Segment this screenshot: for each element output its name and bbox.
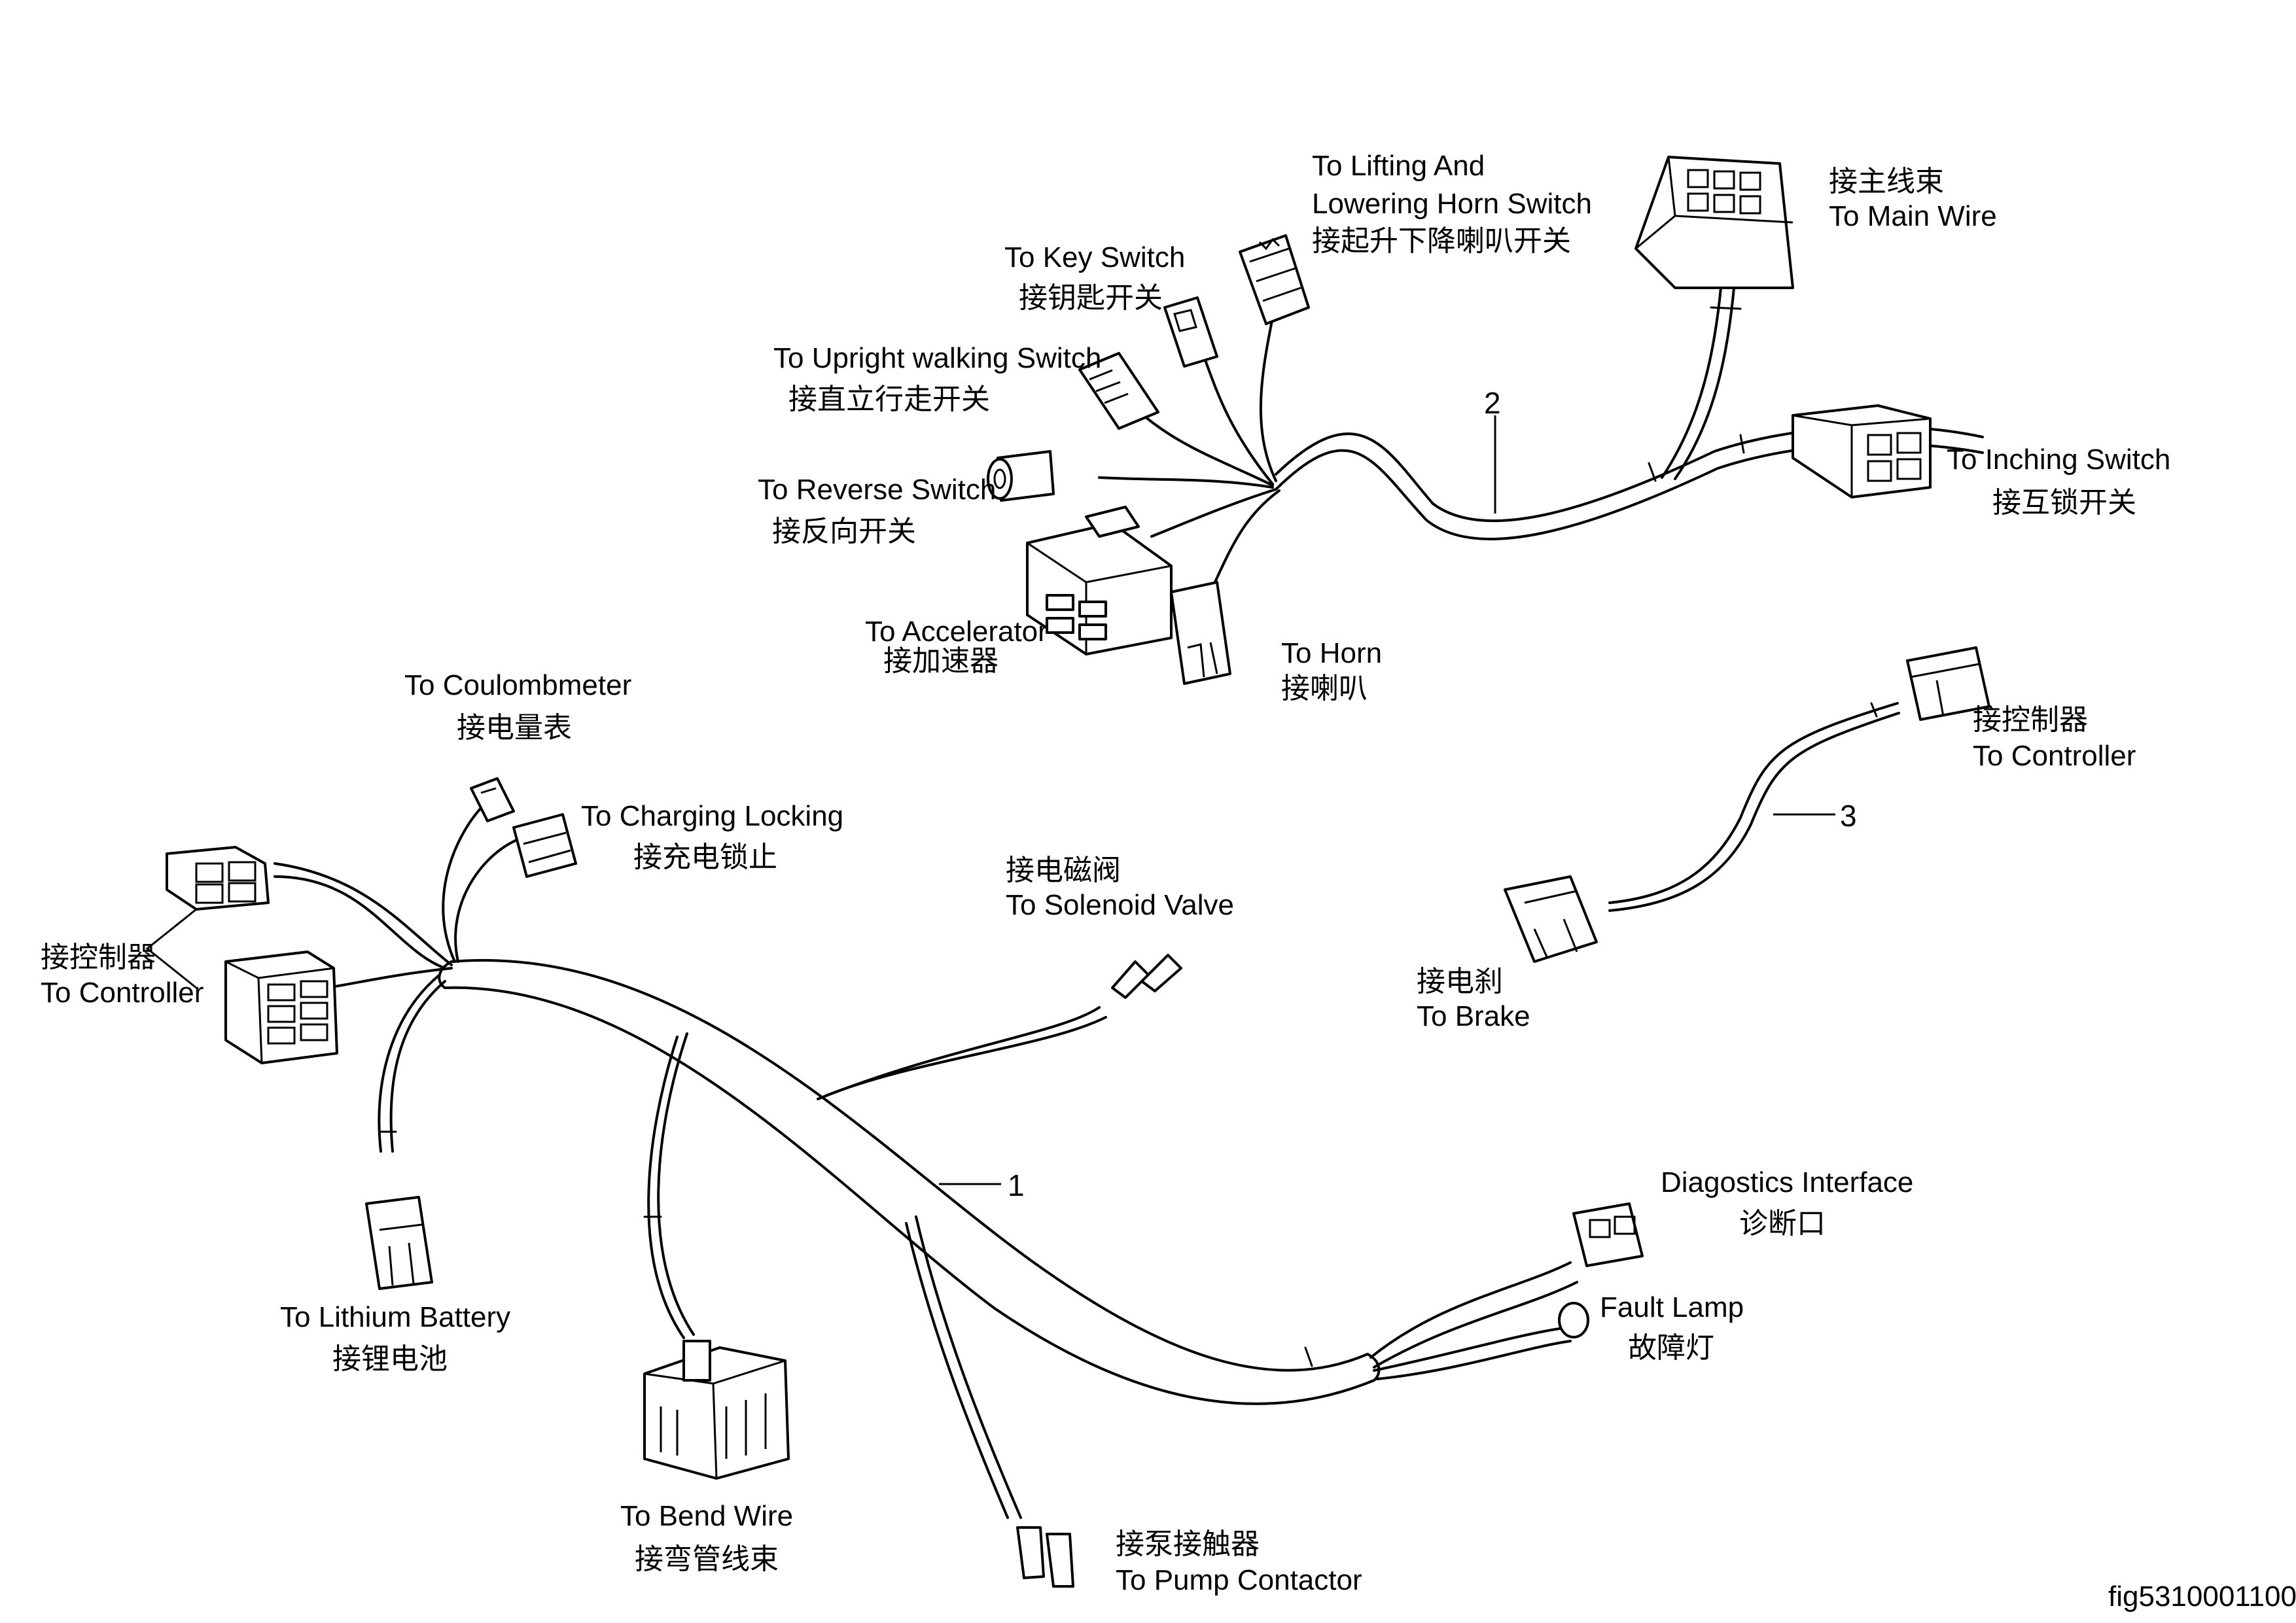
accelerator-connector (1026, 506, 1173, 655)
label-diagnostics-en: Diagostics Interface (1661, 1166, 1913, 1198)
label-controller-right-en: To Controller (1973, 740, 2136, 772)
label-bend-en: To Bend Wire (620, 1500, 793, 1532)
diagnostics-connector (1572, 1202, 1644, 1267)
item-number-2: 2 (1484, 386, 1501, 420)
inching-switch-connector (1792, 404, 1932, 498)
label-lifting-horn-en-2: Lowering Horn Switch (1312, 188, 1592, 220)
harness-3 (1608, 702, 1900, 912)
fault-lamp (1558, 1302, 1589, 1338)
label-inching-en: To Inching Switch (1947, 444, 2170, 476)
key-switch-connector (1163, 296, 1218, 368)
bend-wire-connector (643, 1340, 790, 1480)
label-lifting-horn-cn: 接起升下降喇叭开关 (1312, 225, 1571, 257)
label-bend-cn: 接弯管线束 (635, 1543, 779, 1575)
lithium-battery-connector (365, 1196, 433, 1290)
coulombmeter-connector (470, 777, 515, 822)
label-horn-cn: 接喇叭 (1281, 672, 1368, 705)
label-fault-en: Fault Lamp (1600, 1291, 1744, 1323)
harness-1 (274, 803, 1578, 1519)
label-upright-walking-en: To Upright walking Switch (773, 342, 1101, 374)
label-accelerator-cn: 接加速器 (883, 645, 998, 677)
figure-id: fig5310001100 (2108, 1580, 2296, 1613)
item-number-3: 3 (1840, 799, 1857, 833)
label-pump-cn: 接泵接触器 (1116, 1528, 1260, 1560)
label-fault-cn: 故障灯 (1628, 1332, 1714, 1364)
horn-connector (1170, 581, 1231, 685)
label-main-wire-en: To Main Wire (1829, 200, 1997, 232)
label-inching-cn: 接互锁开关 (1992, 487, 2136, 519)
label-diagnostics-cn: 诊断口 (1739, 1208, 1826, 1240)
label-solenoid-cn: 接电磁阀 (1006, 854, 1121, 886)
label-horn-en: To Horn (1281, 637, 1382, 669)
label-brake-en: To Brake (1417, 1000, 1530, 1032)
label-controller-left-cn: 接控制器 (41, 941, 156, 973)
label-lifting-horn-en-1: To Lifting And (1312, 150, 1485, 182)
label-lithium-cn: 接锂电池 (332, 1343, 448, 1375)
label-controller-left-en: To Controller (41, 977, 203, 1009)
label-main-wire-cn: 接主线束 (1829, 166, 1944, 198)
brake-connector (1504, 875, 1598, 963)
label-charging-en: To Charging Locking (581, 800, 843, 832)
upright-walking-switch-connector (1078, 352, 1159, 430)
label-key-switch-cn: 接钥匙开关 (1019, 282, 1163, 314)
controller-connector-right (1906, 646, 1990, 721)
item-number-1: 1 (1008, 1168, 1025, 1202)
main-wire-connector (1634, 156, 1794, 289)
label-reverse-en: To Reverse Switch (758, 474, 996, 506)
label-accelerator-en: To Accelerator (865, 616, 1048, 648)
label-key-switch-en: To Key Switch (1004, 241, 1185, 273)
controller-connector-4pin (166, 846, 270, 911)
label-brake-cn: 接电刹 (1417, 966, 1503, 998)
label-lithium-en: To Lithium Battery (280, 1301, 510, 1333)
label-pump-en: To Pump Contactor (1116, 1564, 1362, 1596)
label-reverse-cn: 接反向开关 (772, 515, 916, 548)
leader-line-controller-left (145, 908, 197, 989)
reverse-switch-connector (987, 450, 1055, 502)
solenoid-valve-terminals (1111, 954, 1182, 999)
lifting-horn-switch-connector (1239, 234, 1310, 325)
charging-locking-connector (512, 813, 577, 878)
label-coulombmeter-en: To Coulombmeter (404, 669, 631, 701)
label-coulombmeter-cn: 接电量表 (457, 712, 572, 744)
controller-connector-large (224, 951, 338, 1064)
label-controller-right-cn: 接控制器 (1973, 704, 2088, 736)
label-solenoid-en: To Solenoid Valve (1006, 889, 1234, 921)
pump-contactor-terminals (1016, 1526, 1074, 1588)
label-upright-walking-cn: 接直立行走开关 (788, 383, 990, 415)
label-charging-cn: 接充电锁止 (633, 841, 777, 873)
